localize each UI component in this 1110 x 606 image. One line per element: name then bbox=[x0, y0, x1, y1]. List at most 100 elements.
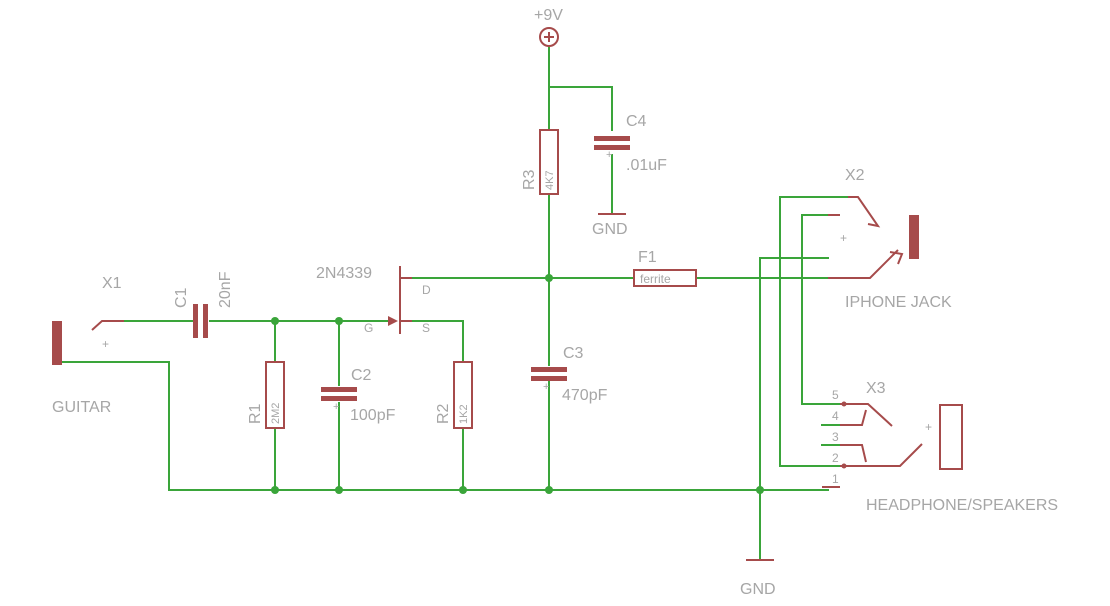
c1-value: 20nF bbox=[217, 271, 234, 308]
f1-value: ferrite bbox=[640, 272, 671, 286]
wire-x2-x3-2 bbox=[779, 196, 849, 467]
gate-arrow-icon bbox=[388, 316, 398, 326]
q1-pin-g: G bbox=[364, 321, 373, 335]
gnd-symbol-bottom: GND bbox=[740, 559, 776, 598]
q1-pin-s: S bbox=[422, 321, 430, 335]
jack-tip-contact bbox=[91, 320, 124, 331]
junction-r1-gnd bbox=[271, 486, 279, 494]
jack-contact-5 bbox=[840, 403, 893, 427]
resistor-body bbox=[265, 361, 285, 429]
c3-value: 470pF bbox=[562, 387, 608, 404]
gnd-symbol-top: GND bbox=[592, 213, 628, 238]
junction-r2-gnd bbox=[459, 486, 467, 494]
x3-caption: HEADPHONE/SPEAKERS bbox=[866, 497, 1058, 514]
c2-value: 100pF bbox=[350, 407, 396, 424]
capacitor-plate-top bbox=[321, 387, 357, 392]
capacitor-plate-bottom bbox=[594, 145, 630, 150]
f1-name: F1 bbox=[638, 249, 657, 266]
x1-caption: GUITAR bbox=[52, 399, 111, 416]
resistor-body bbox=[453, 361, 473, 429]
jack-sleeve bbox=[909, 215, 919, 259]
x3-pin-5: 5 bbox=[832, 388, 839, 402]
jack-x3: 5 4 3 2 1 + X3 HEADPHONE/SPEAKERS bbox=[822, 380, 1058, 514]
capacitor-plate-top bbox=[531, 367, 567, 372]
c1-name: C1 bbox=[173, 287, 190, 308]
capacitor-c3: + C3 470pF bbox=[531, 345, 608, 404]
junction-c2-gnd bbox=[335, 486, 343, 494]
jack-top-contact bbox=[848, 196, 881, 228]
junction-x2-gnd bbox=[756, 486, 764, 494]
capacitor-plate-bottom bbox=[321, 396, 357, 401]
x2-polarity: + bbox=[840, 231, 847, 245]
contact-dot bbox=[841, 401, 847, 407]
junction-r1-top bbox=[271, 317, 279, 325]
contact-dot bbox=[841, 463, 847, 469]
c4-value: .01uF bbox=[626, 157, 667, 174]
r3-name: R3 bbox=[521, 169, 538, 190]
capacitor-c2: + C2 100pF bbox=[321, 367, 396, 424]
ferrite-body bbox=[633, 269, 697, 287]
supply-symbol: +9V bbox=[534, 7, 563, 47]
c2-name: C2 bbox=[351, 367, 372, 384]
jack-x1: + X1 GUITAR bbox=[52, 275, 124, 416]
r2-value: 1K2 bbox=[458, 404, 470, 424]
junction-c2-top bbox=[335, 317, 343, 325]
capacitor-plate-bottom bbox=[531, 376, 567, 381]
x3-pin-4: 4 bbox=[832, 409, 839, 423]
junctions bbox=[271, 274, 764, 494]
resistor-r1: 2M2 R1 bbox=[247, 361, 285, 429]
resistor-body bbox=[539, 129, 559, 195]
resistor-r2: 1K2 R2 bbox=[435, 361, 473, 429]
jfet-leads bbox=[400, 277, 412, 322]
jack-body bbox=[939, 404, 963, 470]
jack-arrow-icon bbox=[889, 251, 904, 265]
resistor-r3: 4K7 R3 bbox=[521, 129, 559, 195]
jack-contact-2 bbox=[840, 443, 923, 467]
q1-part: 2N4339 bbox=[316, 265, 372, 282]
ferrite-f1: ferrite F1 bbox=[633, 249, 697, 287]
wire-supply-c4 bbox=[548, 86, 613, 131]
c4-polarity: + bbox=[606, 149, 612, 161]
r2-name: R2 bbox=[435, 403, 452, 424]
c4-name: C4 bbox=[626, 113, 647, 130]
x1-polarity: + bbox=[102, 337, 109, 351]
supply-circle-icon bbox=[539, 27, 559, 47]
jfet-q1: 2N4339 D G S bbox=[316, 265, 431, 335]
x2-caption: IPHONE JACK bbox=[845, 294, 952, 311]
gnd-label-bottom: GND bbox=[740, 581, 776, 598]
x3-polarity: + bbox=[925, 420, 932, 434]
capacitor-plate-right bbox=[203, 304, 208, 338]
capacitor-plate-top bbox=[594, 136, 630, 141]
wire-source-r2 bbox=[411, 320, 464, 363]
wire-x2-x3-5 bbox=[801, 214, 841, 405]
junction-drain bbox=[545, 274, 553, 282]
c2-polarity: + bbox=[333, 401, 339, 413]
wires bbox=[61, 45, 849, 559]
wire-x1-gnd bbox=[61, 361, 170, 491]
x3-pin-3: 3 bbox=[832, 430, 839, 444]
jack-sleeve bbox=[52, 321, 62, 365]
supply-label: +9V bbox=[534, 7, 563, 24]
r3-value: 4K7 bbox=[544, 170, 556, 190]
jack-contact-3 bbox=[840, 444, 867, 463]
c3-polarity: + bbox=[543, 381, 549, 393]
capacitor-c4: + C4 .01uF bbox=[594, 113, 667, 174]
junction-c3-gnd bbox=[545, 486, 553, 494]
x3-pin-2: 2 bbox=[832, 451, 839, 465]
r1-value: 2M2 bbox=[270, 403, 282, 424]
x3-name: X3 bbox=[866, 380, 886, 397]
jack-tip-contact bbox=[828, 249, 899, 279]
x1-name: X1 bbox=[102, 275, 122, 292]
jack-x2: + X2 IPHONE JACK bbox=[828, 167, 952, 311]
x2-name: X2 bbox=[845, 167, 865, 184]
capacitor-plate-left bbox=[193, 304, 198, 338]
gnd-label-top: GND bbox=[592, 221, 628, 238]
c3-name: C3 bbox=[563, 345, 584, 362]
jack-contact-4 bbox=[840, 409, 867, 426]
r1-name: R1 bbox=[247, 403, 264, 424]
capacitor-c1: C1 20nF bbox=[173, 271, 234, 338]
q1-pin-d: D bbox=[422, 283, 431, 297]
plus-icon bbox=[544, 32, 554, 42]
x3-pin-1: 1 bbox=[832, 472, 839, 486]
